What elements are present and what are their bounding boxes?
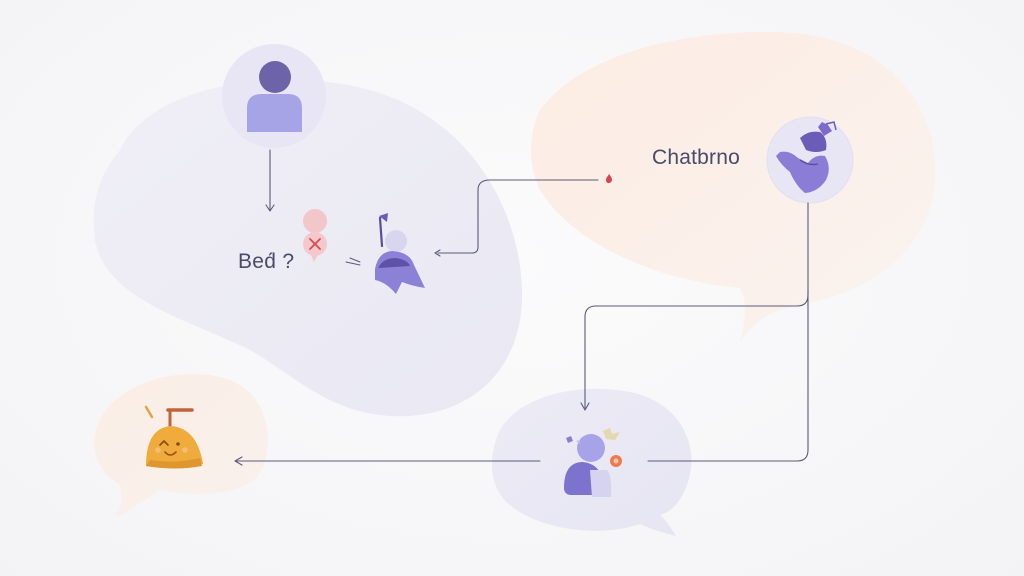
arrowhead-down-group bbox=[580, 402, 590, 411]
red-drop-marker bbox=[606, 174, 613, 184]
chatbot-avatar-circle bbox=[766, 116, 854, 204]
arrowhead-left-bot bbox=[434, 249, 441, 257]
lavender-bubble-bottom bbox=[491, 388, 692, 536]
connector-chatbot-to-group bbox=[584, 202, 809, 409]
motion-lines bbox=[345, 257, 361, 266]
chatbot-avatar-icon[interactable] bbox=[776, 121, 837, 193]
bot-character-icon[interactable] bbox=[375, 213, 425, 294]
arrowhead-down-user bbox=[265, 204, 275, 212]
chatbot-label: Chatbrno bbox=[652, 146, 740, 169]
arrowhead-left-mascot bbox=[234, 456, 243, 466]
connector-bot-to-chatbot bbox=[437, 179, 599, 254]
peach-bubble-right bbox=[531, 31, 936, 343]
group-people-icon[interactable] bbox=[564, 428, 622, 497]
error-x-icon[interactable] bbox=[303, 209, 328, 262]
orange-mascot-icon[interactable] bbox=[144, 405, 203, 469]
connector-return-right bbox=[647, 289, 809, 462]
user-avatar-icon[interactable] bbox=[247, 61, 302, 132]
question-label: Bed́ ? bbox=[238, 250, 295, 273]
